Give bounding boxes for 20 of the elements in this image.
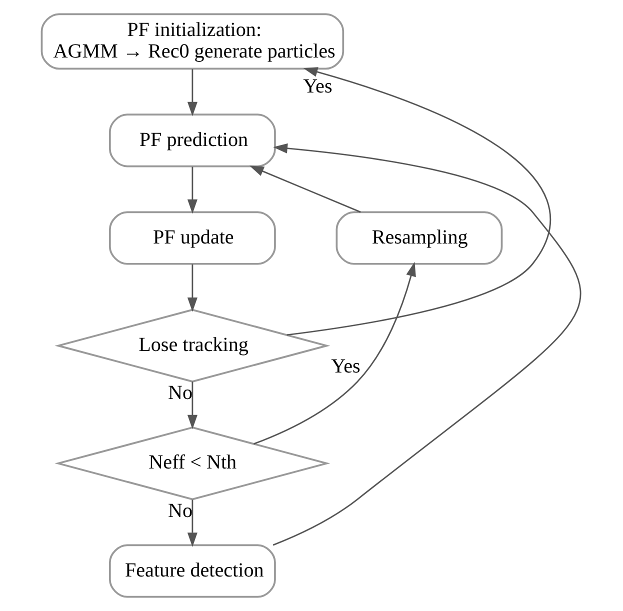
edge-label: Yes (331, 356, 360, 378)
arrow (187, 69, 198, 116)
arrow (187, 500, 198, 547)
node-diamond: Lose tracking (54, 308, 330, 383)
node-box: PF prediction (108, 114, 276, 168)
node-box: Feature detection (108, 544, 276, 598)
edge-label: No (168, 500, 193, 522)
arrow (249, 166, 361, 213)
arrow (187, 382, 198, 430)
arrow (187, 166, 198, 214)
node-box: PF initialization: AGMM → Rec0 generate particles (40, 13, 344, 70)
node-box: Resampling (336, 211, 503, 265)
node-box: PF update (108, 211, 276, 265)
arrow (286, 67, 551, 336)
edge-label: No (168, 382, 193, 404)
arrow (254, 262, 416, 445)
arrow (272, 143, 582, 546)
node-diamond: Neff < Nth (54, 426, 330, 500)
edge-label: Yes (303, 76, 332, 98)
arrow (187, 264, 198, 312)
